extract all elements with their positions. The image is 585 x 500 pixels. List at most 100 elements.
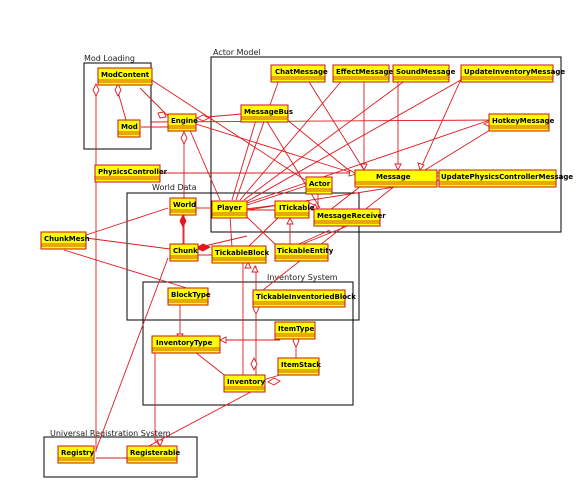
package-mod-loading: Mod Loading (83, 54, 152, 150)
arrow-itickable-up (286, 216, 294, 225)
edge-soundmessage-player (243, 76, 411, 201)
class-physicscontroller[interactable]: PhysicsController (94, 164, 168, 183)
edge-chunkmesh-world (85, 207, 169, 236)
arrow-inventory-tickableblock (244, 260, 252, 269)
package-inventory-system: Inventory System (142, 273, 354, 406)
edge-player-tickableentity (245, 215, 280, 249)
class-name-physicscontroller: PhysicsController (98, 168, 168, 176)
class-player[interactable]: Player (211, 200, 248, 219)
class-inventorytype[interactable]: InventoryType (151, 335, 221, 354)
edge-modcontent-actor (149, 78, 306, 181)
arrow-inventorytype-registerable (156, 439, 164, 448)
class-tickableblock[interactable]: TickableBlock (211, 245, 270, 264)
diamond-world-chunk (179, 213, 187, 229)
class-name-effectmessage: EffectMessage (336, 68, 393, 76)
edge-chatmessage-message (305, 76, 365, 171)
class-name-updateinventorymessage: UpdateInventoryMessage (464, 68, 565, 76)
package-title-universal-registration: Universal Registration System (50, 429, 171, 438)
class-registry[interactable]: Registry (57, 445, 95, 464)
edge-modcontent-engine (139, 87, 169, 117)
class-tickableinventoriedblock[interactable]: TickableInventoriedBlock (252, 289, 356, 308)
package-title-world-data: World Data (152, 183, 197, 192)
class-name-actor: Actor (309, 180, 331, 188)
class-registerable[interactable]: Registerable (126, 445, 180, 464)
package-universal-registration: Universal Registration System (43, 429, 198, 478)
package-title-inventory-system: Inventory System (267, 273, 338, 282)
edge-updateinventorymessage-message (419, 76, 463, 171)
class-name-tickableinventoriedblock: TickableInventoriedBlock (256, 293, 356, 301)
arrow-updateinventorymessage-message (417, 162, 425, 171)
class-chatmessage[interactable]: ChatMessage (270, 64, 328, 83)
class-chunkmesh[interactable]: ChunkMesh (40, 231, 90, 250)
class-itickable[interactable]: ITickable (274, 200, 315, 219)
edge-effectmessage-player (239, 76, 346, 201)
class-name-inventory: Inventory (227, 378, 265, 386)
class-name-message: Message (376, 173, 411, 181)
class-name-itemtype: ItemType (278, 325, 315, 333)
class-name-engine: Engine (171, 117, 198, 125)
class-world[interactable]: World (169, 197, 197, 216)
arrow-itemtype-inventorytype (218, 336, 227, 344)
edge-hotkeymessage-engine (149, 119, 501, 123)
class-engine[interactable]: Engine (167, 113, 198, 132)
package-title-actor-model: Actor Model (213, 48, 261, 57)
class-itemstack[interactable]: ItemStack (277, 357, 321, 376)
class-blocktype[interactable]: BlockType (167, 287, 211, 306)
diamond-inventory (250, 356, 258, 372)
class-inventory[interactable]: Inventory (223, 374, 266, 393)
edge-hotkeymessage-player (243, 119, 491, 205)
edge-modcontent-mod (117, 91, 127, 121)
edge-chatmessage-player (235, 76, 281, 201)
class-name-player: Player (217, 204, 242, 212)
class-name-itickable: ITickable (279, 204, 315, 212)
class-name-itemstack: ItemStack (281, 361, 321, 369)
edge-hotkeymessage-message (424, 129, 491, 171)
class-name-world: World (173, 201, 196, 209)
class-messagebus[interactable]: MessageBus (240, 104, 293, 123)
arrow-effectmessage-message (360, 163, 368, 172)
arrow-engine-message (348, 169, 358, 177)
class-name-registerable: Registerable (130, 449, 180, 457)
diamond-engine-chunk (180, 130, 188, 146)
class-modcontent[interactable]: ModContent (97, 67, 153, 86)
class-name-chunkmesh: ChunkMesh (44, 235, 90, 243)
edge-chunkmesh-chunk (85, 237, 171, 250)
class-hotkeymessage[interactable]: HotkeyMessage (488, 113, 555, 132)
class-updatephysicscontrollermessage[interactable]: UpdatePhysicsControllerMessage (438, 169, 573, 188)
class-mod[interactable]: Mod (117, 119, 141, 138)
diamond-chunk-tickableblock (194, 243, 212, 252)
diamond-modcontent-registry (92, 82, 100, 98)
class-chunk[interactable]: Chunk (169, 243, 199, 262)
class-name-mod: Mod (121, 123, 138, 131)
package-title-mod-loading: Mod Loading (84, 54, 135, 63)
class-tickableentity[interactable]: TickableEntity (274, 243, 334, 262)
class-soundmessage[interactable]: SoundMessage (392, 64, 456, 83)
edge-messagebus-player (231, 119, 257, 201)
edge-player-tickableblock (229, 214, 233, 249)
class-name-chatmessage: ChatMessage (275, 68, 328, 76)
class-effectmessage[interactable]: EffectMessage (332, 64, 393, 83)
class-name-soundmessage: SoundMessage (396, 68, 456, 76)
class-name-messagereceiver: MessageReceiver (317, 212, 386, 220)
class-updateinventorymessage[interactable]: UpdateInventoryMessage (460, 64, 565, 83)
class-message[interactable]: Message (354, 169, 438, 188)
class-name-tickableblock: TickableBlock (215, 249, 270, 257)
edge-actor-player (246, 185, 307, 206)
class-name-modcontent: ModContent (101, 71, 150, 79)
class-name-hotkeymessage: HotkeyMessage (492, 117, 555, 125)
class-name-inventorytype: InventoryType (156, 339, 213, 347)
edge-chunkmesh-blocktype (63, 249, 191, 290)
class-name-tickableentity: TickableEntity (277, 247, 334, 255)
edge-updateinventorymessage-player (245, 76, 467, 203)
arrow-soundmessage-message (394, 163, 402, 172)
edge-message-tickableinventoriedblock (262, 181, 401, 291)
class-itemtype[interactable]: ItemType (274, 321, 316, 340)
class-actor[interactable]: Actor (305, 176, 333, 195)
edge-engine-message (195, 123, 357, 175)
relationship-edges (63, 76, 555, 459)
class-messagereceiver[interactable]: MessageReceiver (313, 208, 386, 227)
diamond-engine-modcontent (157, 111, 167, 119)
class-name-messagebus: MessageBus (244, 108, 293, 116)
edge-tickableblock-itickable (247, 215, 281, 248)
